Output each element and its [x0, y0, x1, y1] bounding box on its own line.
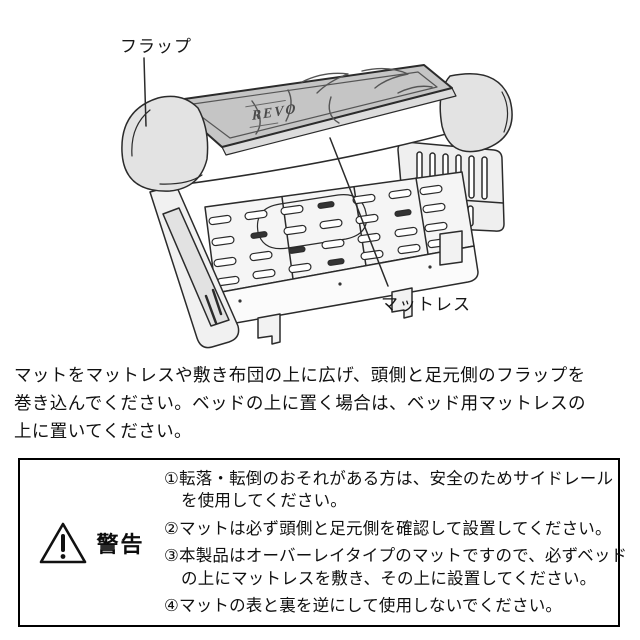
flap-leader-line: [143, 57, 147, 127]
warning-item-line: を使用してください。: [181, 492, 348, 510]
mattress-label: マットレス: [381, 295, 471, 314]
mat-top: REVO: [169, 64, 453, 148]
flap-left: [121, 95, 209, 192]
instruction-line: 上に置いてください。: [14, 421, 192, 441]
warning-item-1: ①転落・転倒のおそれがある方は、安全のためサイドレール を使用してください。: [164, 468, 627, 513]
warning-item-line: ③本製品はオーバーレイタイプのマットですので、必ずベッド: [164, 547, 628, 565]
vent-slots: [208, 184, 451, 287]
warning-items: ①転落・転倒のおそれがある方は、安全のためサイドレール を使用してください。 ②…: [164, 464, 637, 622]
mat-brand-text: REVO: [251, 101, 298, 124]
warning-item-3: ③本製品はオーバーレイタイプのマットですので、必ずベッド の上にマットレスを敷き…: [164, 545, 627, 590]
warning-box: 警告 ①転落・転倒のおそれがある方は、安全のためサイドレール を使用してください…: [18, 458, 627, 627]
instruction-line: マットをマットレスや敷き布団の上に広げ、頭側と足元側のフラップを: [14, 365, 586, 385]
warning-item-line: ①転落・転倒のおそれがある方は、安全のためサイドレール: [164, 469, 614, 488]
flap-right: [439, 72, 513, 153]
bed-platform: [204, 171, 475, 294]
warning-item-line: の上にマットレスを敷き、その上に設置してください。: [181, 569, 597, 588]
warning-item-line: ④マットの表と裏を逆にして使用しないでください。: [164, 597, 563, 615]
warning-title: 警告: [96, 531, 145, 557]
illustration-drawing: REVO: [121, 57, 513, 349]
flap-label: フラップ: [120, 37, 192, 56]
instruction-paragraph: マットをマットレスや敷き布団の上に広げ、頭側と足元側のフラップを 巻き込んでくだ…: [14, 361, 620, 445]
instruction-line: 巻き込んでください。ベッドの上に置く場合は、ベッド用マットレスの: [14, 393, 586, 413]
warning-item-2: ②マットは必ず頭側と足元側を確認して設置してください。: [164, 518, 627, 541]
warning-item-4: ④マットの表と裏を逆にして使用しないでください。: [164, 595, 627, 618]
bed-mat-illustration: REVO フラップ マットレス: [120, 37, 513, 349]
bed-legs: [257, 230, 463, 345]
mattress-leader-line: [329, 137, 389, 287]
footboard: [149, 184, 240, 349]
warning-item-line: ②マットは必ず頭側と足元側を確認して設置してください。: [164, 519, 612, 538]
warning-header: 警告: [20, 521, 164, 565]
warning-triangle-icon: [40, 522, 87, 563]
